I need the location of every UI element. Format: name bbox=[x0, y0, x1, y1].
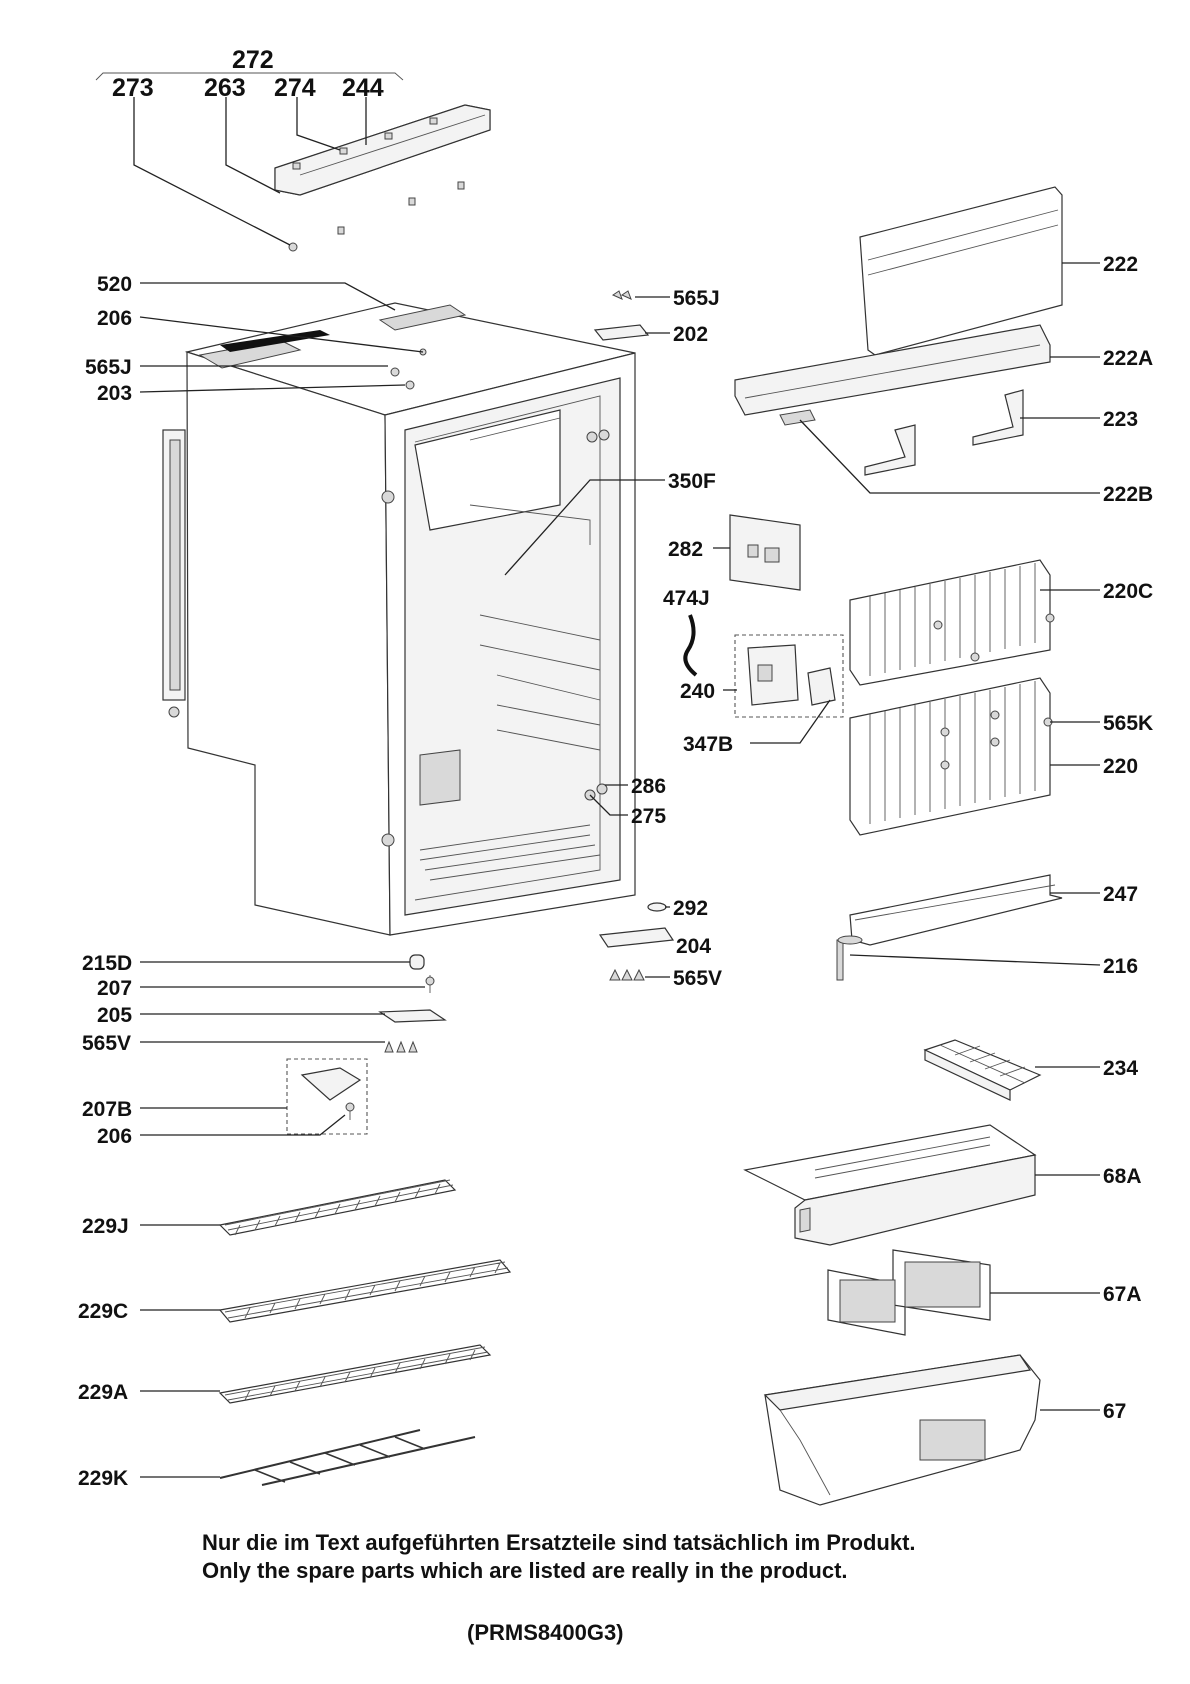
label-220: 220 bbox=[1103, 755, 1138, 778]
freezer-door bbox=[743, 1124, 1037, 1246]
label-247: 247 bbox=[1103, 883, 1138, 906]
label-68a: 68A bbox=[1103, 1165, 1142, 1188]
label-565v-right: 565V bbox=[673, 967, 722, 990]
label-204: 204 bbox=[676, 935, 711, 958]
label-222: 222 bbox=[1103, 253, 1138, 276]
label-207: 207 bbox=[97, 977, 132, 1000]
ice-tray bbox=[923, 1039, 1042, 1101]
hinge-parts bbox=[286, 290, 675, 1135]
label-474j: 474J bbox=[663, 587, 710, 610]
label-206: 206 bbox=[97, 307, 132, 330]
label-244: 244 bbox=[342, 74, 384, 102]
label-240: 240 bbox=[680, 680, 715, 703]
crisper-bin bbox=[763, 1354, 1041, 1506]
refrigerator-cabinet bbox=[162, 302, 636, 936]
label-223: 223 bbox=[1103, 408, 1138, 431]
top-frame-part bbox=[95, 72, 491, 252]
label-565j-left: 565J bbox=[85, 356, 132, 379]
leader-lines bbox=[133, 97, 1101, 1478]
label-229c: 229C bbox=[78, 1300, 128, 1323]
footer-note-german: Nur die im Text aufgeführten Ersatzteile… bbox=[202, 1530, 916, 1555]
label-282: 282 bbox=[668, 538, 703, 561]
wire-shelf-229j bbox=[218, 1179, 457, 1236]
footer-note-english: Only the spare parts which are listed ar… bbox=[202, 1558, 848, 1583]
label-229a: 229A bbox=[78, 1381, 128, 1404]
label-216: 216 bbox=[1103, 955, 1138, 978]
label-347b: 347B bbox=[683, 733, 733, 756]
model-number: (PRMS8400G3) bbox=[467, 1620, 624, 1645]
label-565j-right: 565J bbox=[673, 287, 720, 310]
drip-tray bbox=[836, 874, 1063, 981]
callout-labels: 272 273 263 274 244 520 206 565J 203 565… bbox=[78, 46, 1153, 1490]
label-222a: 222A bbox=[1103, 347, 1153, 370]
label-206-lower: 206 bbox=[97, 1125, 132, 1148]
label-67a: 67A bbox=[1103, 1283, 1142, 1306]
label-520: 520 bbox=[97, 273, 132, 296]
label-203: 203 bbox=[97, 382, 132, 405]
label-229j: 229J bbox=[82, 1215, 129, 1238]
label-292: 292 bbox=[673, 897, 708, 920]
wire-shelf-229k bbox=[219, 1429, 476, 1486]
control-parts bbox=[683, 514, 844, 718]
label-67: 67 bbox=[1103, 1400, 1126, 1423]
evaporator-cover-upper bbox=[849, 559, 1055, 686]
label-565k: 565K bbox=[1103, 712, 1153, 735]
label-220c: 220C bbox=[1103, 580, 1153, 603]
label-222b: 222B bbox=[1103, 483, 1153, 506]
label-263: 263 bbox=[204, 74, 246, 102]
label-274: 274 bbox=[274, 74, 316, 102]
label-234: 234 bbox=[1103, 1057, 1138, 1080]
evaporator-cover-lower bbox=[849, 677, 1053, 836]
door-bin-assembly bbox=[734, 186, 1063, 476]
wire-shelf-229c bbox=[218, 1259, 512, 1323]
label-229k: 229K bbox=[78, 1467, 128, 1490]
label-207b: 207B bbox=[82, 1098, 132, 1121]
wire-shelf-229a bbox=[218, 1344, 492, 1404]
label-565v-left: 565V bbox=[82, 1032, 131, 1055]
label-205: 205 bbox=[97, 1004, 132, 1027]
label-275: 275 bbox=[631, 805, 666, 828]
label-272: 272 bbox=[232, 46, 274, 74]
bottle-holders bbox=[827, 1249, 991, 1336]
label-202: 202 bbox=[673, 323, 708, 346]
label-273: 273 bbox=[112, 74, 154, 102]
label-286: 286 bbox=[631, 775, 666, 798]
label-350f: 350F bbox=[668, 470, 716, 493]
label-215d: 215D bbox=[82, 952, 132, 975]
